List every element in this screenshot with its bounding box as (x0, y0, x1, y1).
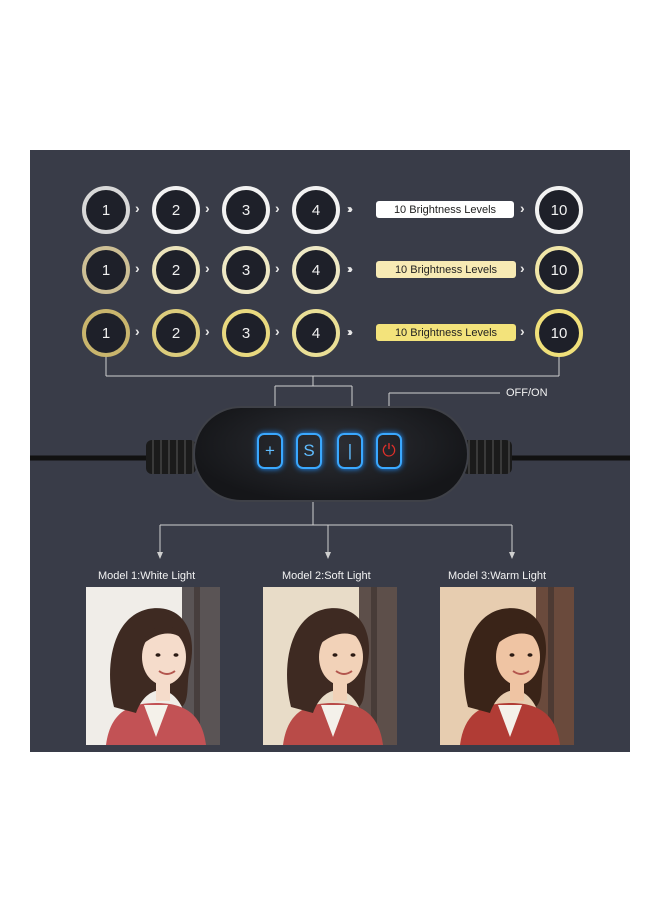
brightness-step-number: 10 (550, 201, 568, 219)
brightness-step-number: 2 (171, 201, 181, 219)
arrow-icon: › (205, 323, 210, 339)
max-brightness-ring: 10 (535, 309, 583, 357)
brightness-step-number: 2 (171, 261, 181, 279)
minus-icon: | (347, 441, 353, 460)
mode-sample-photo (86, 587, 220, 745)
triple-arrow-icon: ››› (347, 262, 353, 276)
max-brightness-ring: 10 (535, 246, 583, 294)
brightness-step-ring: 1 (82, 309, 130, 357)
power-icon: ⏻ (382, 441, 396, 460)
brightness-step-number: 1 (101, 201, 111, 219)
brightness-levels-label: 10 Brightness Levels (376, 201, 514, 218)
plus-button[interactable]: + (257, 433, 283, 469)
plus-icon: + (265, 441, 275, 460)
brightness-step-number: 3 (241, 201, 251, 219)
mode-label: Model 3:Warm Light (448, 570, 547, 582)
brightness-step-ring: 4 (292, 309, 340, 357)
triple-arrow-icon: ››› (347, 202, 353, 216)
brightness-step-number: 4 (311, 324, 321, 342)
arrow-icon: › (275, 323, 280, 339)
arrow-icon: › (520, 200, 525, 216)
brightness-step-number: 10 (550, 324, 568, 342)
max-brightness-ring: 10 (535, 186, 583, 234)
mode-sample-photo (263, 587, 397, 745)
mode-button[interactable]: S (296, 433, 322, 469)
brightness-step-ring: 3 (222, 246, 270, 294)
off-on-label: OFF/ON (506, 387, 548, 399)
brightness-step-number: 1 (101, 261, 111, 279)
triple-arrow-icon: ››› (347, 325, 353, 339)
brightness-step-ring: 2 (152, 309, 200, 357)
brightness-step-ring: 2 (152, 246, 200, 294)
brightness-step-ring: 1 (82, 246, 130, 294)
arrow-icon: › (520, 323, 525, 339)
brightness-step-ring: 4 (292, 246, 340, 294)
brightness-step-ring: 2 (152, 186, 200, 234)
brightness-step-number: 4 (311, 201, 321, 219)
arrow-icon: › (275, 200, 280, 216)
power-button[interactable]: ⏻ (376, 433, 402, 469)
mode-label: Model 2:Soft Light (282, 570, 371, 582)
arrow-icon: › (205, 200, 210, 216)
arrow-icon: › (135, 323, 140, 339)
mode-icon: S (303, 441, 315, 460)
cable-strain-relief (146, 440, 196, 474)
arrow-icon: › (135, 260, 140, 276)
brightness-step-number: 3 (241, 261, 251, 279)
arrow-icon: › (275, 260, 280, 276)
brightness-step-ring: 1 (82, 186, 130, 234)
mode-label: Model 1:White Light (98, 570, 196, 582)
brightness-levels-label: 10 Brightness Levels (376, 261, 516, 278)
brightness-step-number: 1 (101, 324, 111, 342)
arrow-icon: › (520, 260, 525, 276)
brightness-step-number: 10 (550, 261, 568, 279)
brightness-step-number: 2 (171, 324, 181, 342)
brightness-step-ring: 3 (222, 186, 270, 234)
brightness-step-ring: 3 (222, 309, 270, 357)
brightness-levels-label: 10 Brightness Levels (376, 324, 516, 341)
controller-body (193, 406, 469, 502)
brightness-step-number: 4 (311, 261, 321, 279)
mode-sample-photo (440, 587, 574, 745)
cable-strain-relief (462, 440, 512, 474)
arrow-icon: › (205, 260, 210, 276)
brightness-step-number: 3 (241, 324, 251, 342)
brightness-step-ring: 4 (292, 186, 340, 234)
arrow-icon: › (135, 200, 140, 216)
minus-button[interactable]: | (337, 433, 363, 469)
